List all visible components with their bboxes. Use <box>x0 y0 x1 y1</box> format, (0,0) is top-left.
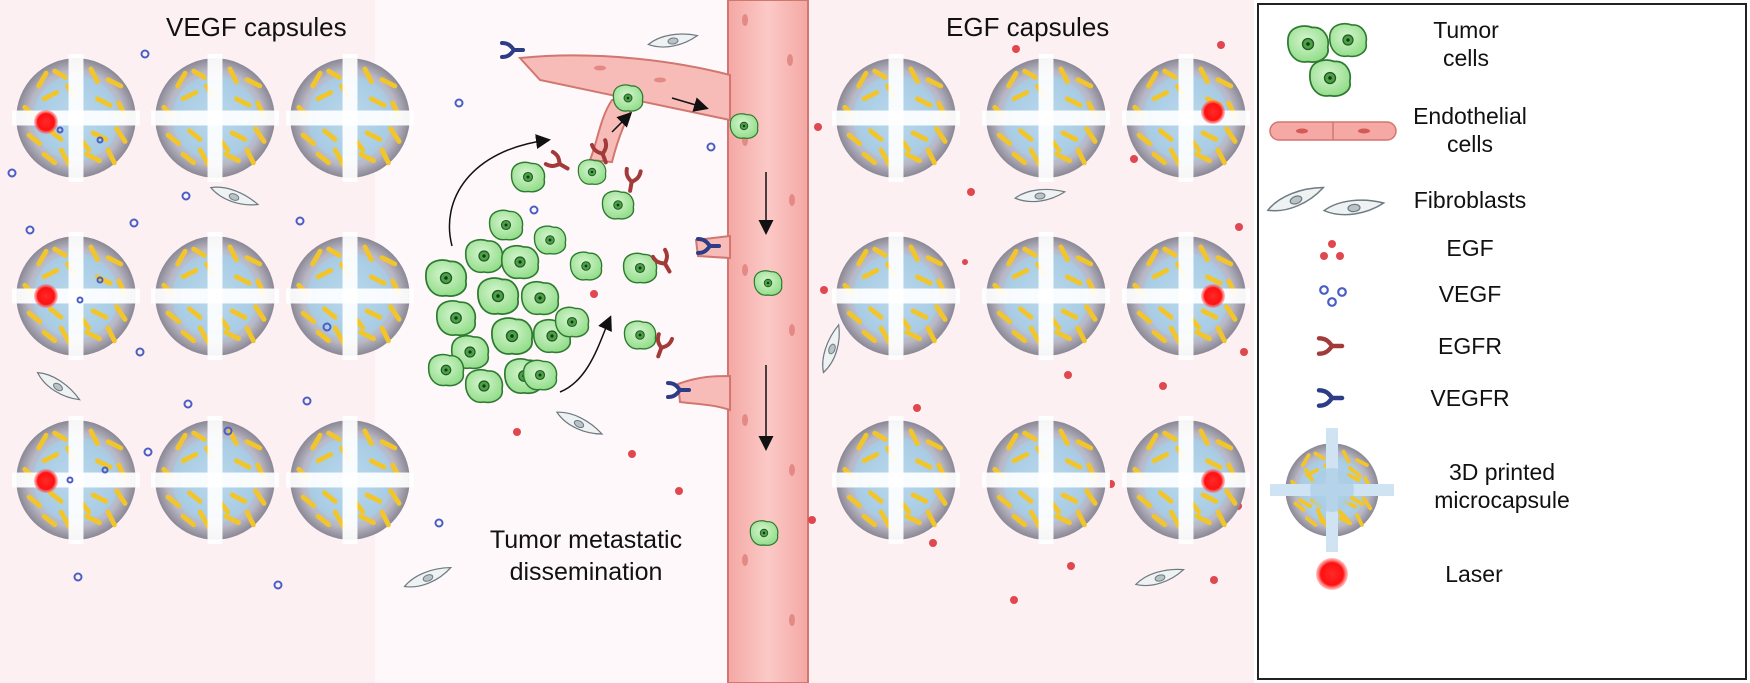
legend-label-egfr: EGFR <box>1438 333 1502 359</box>
legend-label-egf: EGF <box>1446 235 1493 261</box>
legend-label-endothelial-2: cells <box>1447 131 1493 157</box>
center-caption-line-2: dissemination <box>510 558 663 586</box>
legend-label-capsule-2: microcapsule <box>1434 487 1570 513</box>
legend-label-fibroblasts: Fibroblasts <box>1414 187 1526 213</box>
vegf-molecule-icon <box>1319 285 1347 307</box>
egf-capsule-grid <box>832 54 1250 544</box>
center-caption-line-1: Tumor metastatic <box>490 526 682 554</box>
laser-spot <box>34 469 58 493</box>
egf-molecule-icon <box>1320 240 1344 260</box>
legend-label-laser: Laser <box>1445 561 1503 587</box>
migration-arrows <box>448 97 774 451</box>
laser-spot <box>34 110 58 134</box>
laser-spot <box>1201 284 1225 308</box>
vegf-capsule-grid <box>12 54 414 544</box>
laser-spot <box>34 284 58 308</box>
right-panel-title: EGF capsules <box>946 12 1109 42</box>
legend-label-capsule-1: 3D printed <box>1449 459 1555 485</box>
vegf-molecules <box>7 49 716 590</box>
legend-label-vegf: VEGF <box>1439 281 1502 307</box>
laser-spot <box>1201 100 1225 124</box>
microcapsule-icon <box>1270 428 1394 552</box>
legend-label-tumor-1: Tumor <box>1433 17 1499 43</box>
endothelial-cells-icon <box>1269 121 1397 141</box>
laser-spot-icon <box>1316 558 1348 590</box>
legend-label-endothelial-1: Endothelial <box>1413 103 1527 129</box>
legend-label-tumor-2: cells <box>1443 45 1489 71</box>
legend-label-vegfr: VEGFR <box>1430 385 1509 411</box>
legend: Tumor cells Endothelial cells Fibroblast… <box>1257 3 1747 680</box>
left-panel-title: VEGF capsules <box>166 12 347 42</box>
laser-spot <box>1201 469 1225 493</box>
